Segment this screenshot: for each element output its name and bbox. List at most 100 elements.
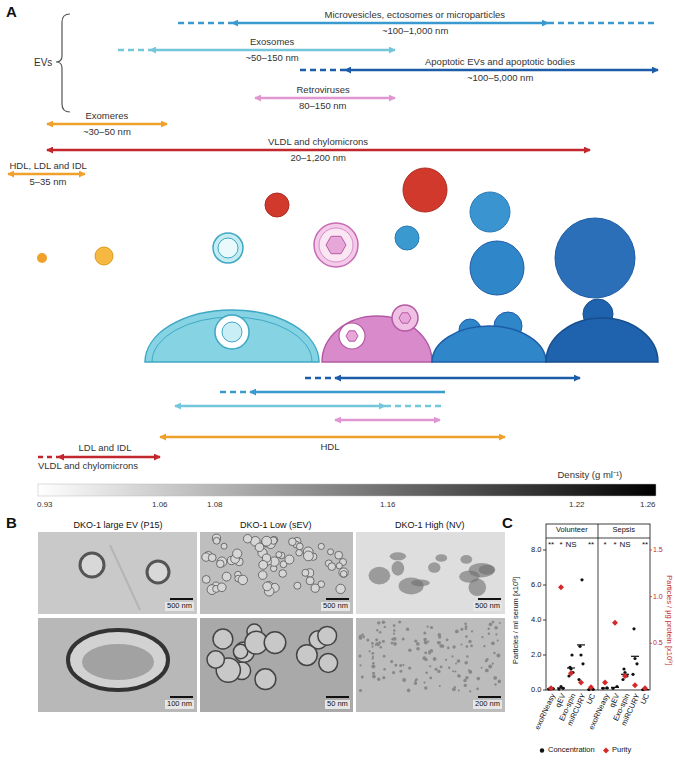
density-tick: 1.08	[207, 500, 223, 509]
particle-illustration	[403, 168, 447, 212]
significance-mark: **	[588, 540, 594, 549]
vesicle-texture	[218, 583, 227, 592]
vesicle-texture	[306, 577, 314, 585]
particle-texture	[424, 658, 427, 661]
concentration-dot	[570, 653, 573, 656]
group-label: EVs	[34, 57, 52, 69]
micrograph	[38, 532, 505, 712]
vesicle-texture	[255, 669, 276, 690]
particle-texture	[493, 676, 497, 680]
scale-bar	[170, 598, 193, 600]
particle-texture	[393, 642, 397, 646]
particle-texture	[471, 630, 473, 632]
particle-illustration	[95, 247, 113, 265]
legend-marker	[540, 748, 544, 752]
particle-texture	[440, 666, 443, 669]
tick-label: 2.0	[531, 651, 541, 660]
particle-texture	[429, 665, 431, 667]
density-range-arrow	[175, 405, 385, 408]
size-range-name: Exomeres	[86, 111, 129, 122]
size-range-name: Apoptotic EVs and apoptotic bodies	[425, 57, 575, 68]
scale-bar	[326, 598, 349, 600]
particle-texture	[402, 638, 405, 641]
mean-line	[611, 687, 619, 688]
particle-texture	[457, 659, 461, 663]
size-range-value: ~50–150 nm	[246, 53, 299, 64]
particle-texture	[415, 678, 418, 681]
vesicle-texture	[243, 535, 251, 543]
particle-texture	[366, 639, 369, 642]
particle-texture	[383, 655, 386, 658]
particle-texture	[369, 567, 391, 585]
particle-texture	[390, 660, 393, 663]
particle-texture	[359, 689, 362, 692]
ev-bracket	[56, 14, 70, 112]
particle-texture	[372, 675, 376, 679]
micrograph	[356, 532, 505, 614]
chart-frame	[543, 690, 546, 691]
particle-texture	[479, 565, 496, 575]
chart-frame	[543, 620, 546, 621]
particle-texture	[438, 633, 442, 637]
density-tick: 1.06	[152, 500, 168, 509]
significance-mark: NS	[566, 540, 577, 549]
cell-illustration	[432, 326, 546, 362]
particle-texture	[430, 649, 434, 653]
size-range-arrow	[47, 123, 167, 126]
density-tick: 0.93	[37, 500, 53, 509]
particle-illustration	[470, 241, 524, 295]
particle-texture	[402, 678, 406, 682]
category-label: UC	[585, 692, 597, 705]
particle-texture	[375, 642, 378, 645]
particle-texture	[427, 626, 429, 628]
particle-texture	[465, 627, 468, 630]
particle-texture	[399, 664, 402, 667]
particle-texture	[384, 626, 386, 628]
vesicle-texture	[258, 571, 267, 580]
particle-texture	[468, 640, 471, 643]
vesicle-texture	[213, 537, 220, 544]
vesicle-texture	[259, 561, 268, 570]
particle-texture	[427, 641, 429, 643]
particle-illustration	[37, 168, 635, 298]
concentration-dot	[632, 627, 635, 630]
concentration-dot	[580, 578, 583, 581]
particle-texture	[439, 641, 441, 643]
size-range-name: Microvesicles, ectosomes or microparticl…	[325, 10, 506, 21]
particle-texture	[408, 649, 411, 652]
particle-texture	[369, 650, 371, 652]
scale-bar	[170, 696, 193, 698]
category-label: UC	[639, 692, 651, 705]
chart-frame	[650, 550, 652, 551]
particle-texture	[402, 664, 404, 666]
legend-label: Purity	[612, 746, 631, 755]
particle-texture	[488, 633, 490, 635]
particle-texture	[437, 641, 441, 645]
particle-texture	[408, 667, 411, 670]
chart-frame	[598, 524, 599, 690]
panel-letter: A	[6, 3, 17, 20]
concentration-dot	[635, 662, 638, 665]
particle-texture	[372, 662, 375, 665]
particle-texture	[452, 645, 455, 648]
cell-illustration	[145, 299, 658, 362]
density-range-arrow	[38, 456, 58, 459]
vesicle-texture	[222, 572, 231, 581]
particle-illustration	[213, 233, 243, 263]
cell-illustration	[215, 315, 249, 349]
vesicle-texture	[328, 563, 336, 571]
particle-texture	[430, 626, 433, 629]
legend-label: Concentration	[548, 746, 595, 755]
size-range-value: ~100–1,000 nm	[382, 26, 448, 37]
particle-texture	[429, 677, 432, 680]
particle-texture	[477, 677, 481, 681]
particle-texture	[461, 643, 463, 645]
concentration-dot	[622, 667, 625, 670]
particle-texture	[439, 685, 441, 687]
particle-illustration	[395, 226, 419, 250]
particle-texture	[416, 642, 420, 646]
particle-texture	[424, 652, 427, 655]
particle-texture	[495, 633, 497, 635]
particle-texture	[464, 684, 467, 687]
mean-line	[577, 644, 585, 645]
